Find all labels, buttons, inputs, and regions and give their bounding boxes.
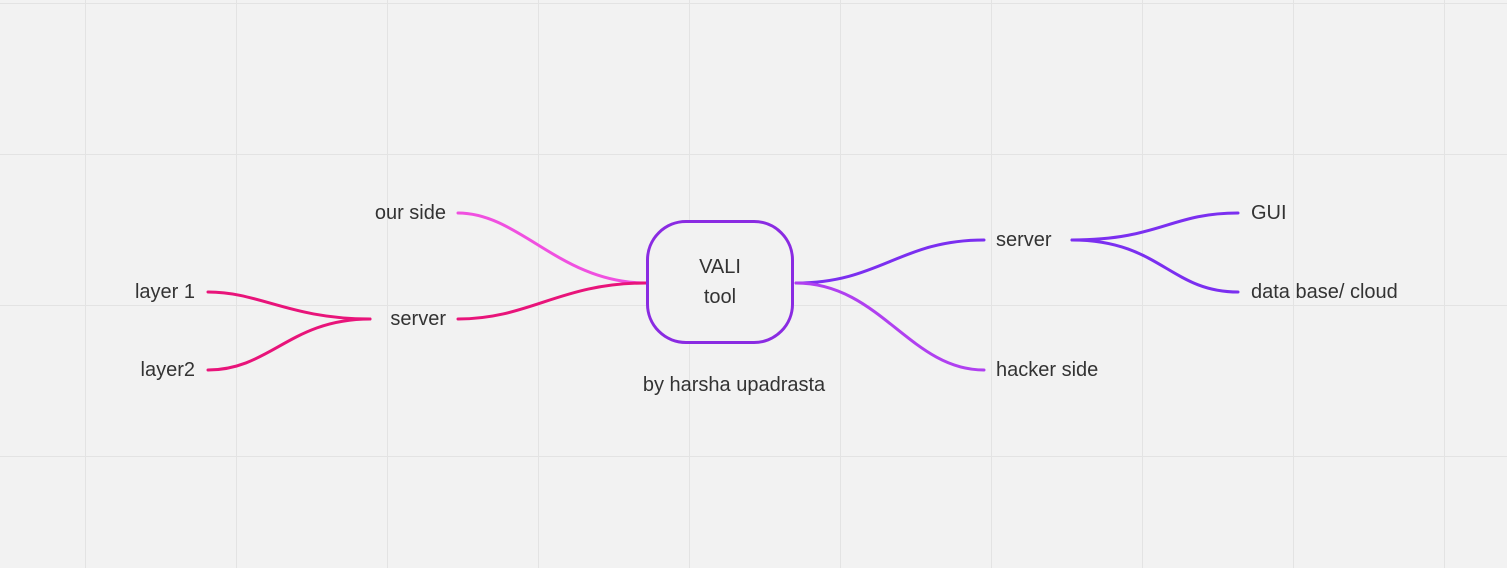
root-node-vali-tool[interactable]: VALI tool xyxy=(646,220,794,344)
node-hacker-side[interactable]: hacker side xyxy=(996,359,1099,381)
root-node-line1: VALI xyxy=(699,256,741,278)
node-layer-1[interactable]: layer 1 xyxy=(134,281,195,303)
connector-left-server-layer2 xyxy=(206,317,372,372)
node-database-cloud[interactable]: data base/ cloud xyxy=(1251,281,1398,303)
connector-root-our-side xyxy=(456,211,648,285)
node-layer-2[interactable]: layer2 xyxy=(140,359,195,381)
connector-root-right-server xyxy=(794,238,986,285)
connector-right-server-gui xyxy=(1070,211,1240,242)
author-caption[interactable]: by harsha upadrasta xyxy=(642,374,826,396)
connector-root-hacker-side xyxy=(794,281,986,372)
node-left-server[interactable]: server xyxy=(390,308,446,330)
connector-left-server-layer1 xyxy=(206,290,372,321)
connector-right-server-database xyxy=(1070,238,1240,294)
node-gui[interactable]: GUI xyxy=(1251,202,1287,224)
node-right-server[interactable]: server xyxy=(996,229,1052,251)
root-node-line2: tool xyxy=(703,286,737,308)
connector-root-left-server xyxy=(456,281,648,321)
node-our-side[interactable]: our side xyxy=(374,202,446,224)
